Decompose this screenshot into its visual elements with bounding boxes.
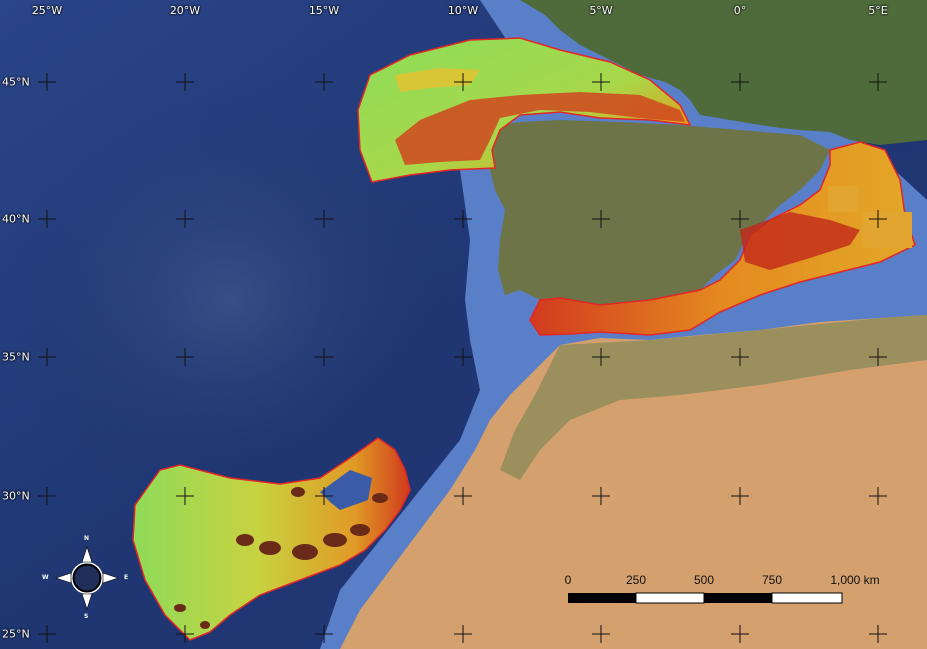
survey-north-slope: [395, 92, 685, 165]
graticule-cross: [38, 348, 56, 366]
graticule-cross: [315, 625, 333, 643]
graticule-cross: [315, 348, 333, 366]
graticule-cross: [176, 73, 194, 91]
latitude-label: 40°N: [2, 212, 30, 226]
graticule-cross: [454, 210, 472, 228]
graticule-cross: [454, 625, 472, 643]
land-iberia: [485, 120, 830, 318]
land-atlas: [500, 315, 927, 480]
latitude-label: 45°N: [2, 75, 30, 89]
graticule-cross: [38, 625, 56, 643]
longitude-label: 10°W: [447, 4, 479, 17]
graticule-cross: [315, 487, 333, 505]
graticule-cross: [731, 210, 749, 228]
graticule-cross: [731, 487, 749, 505]
graticule-cross: [731, 625, 749, 643]
compass-west-label: W: [42, 574, 49, 581]
graticule-cross: [731, 73, 749, 91]
survey-med-balearic: [740, 212, 860, 270]
graticule-cross: [869, 625, 887, 643]
canary-shelf-gap: [320, 470, 372, 510]
graticule-cross: [869, 210, 887, 228]
canary-islands: [174, 487, 388, 629]
longitude-label: 5°E: [868, 4, 888, 17]
graticule-cross: [176, 210, 194, 228]
graticule-cross: [454, 73, 472, 91]
graticule-cross: [592, 73, 610, 91]
graticule: [38, 73, 887, 643]
graticule-cross: [869, 348, 887, 366]
compass-north-label: N: [84, 535, 90, 542]
longitude-label: 0°: [733, 4, 747, 17]
graticule-cross: [869, 73, 887, 91]
graticule-cross: [38, 73, 56, 91]
graticule-cross: [731, 348, 749, 366]
graticule-cross: [176, 487, 194, 505]
graticule-cross: [176, 625, 194, 643]
longitude-label: 20°W: [169, 4, 201, 17]
land-africa: [340, 315, 927, 649]
longitude-label: 5°W: [589, 4, 613, 17]
latitude-label: 30°N: [2, 489, 30, 503]
graticule-cross: [454, 348, 472, 366]
graticule-cross: [592, 210, 610, 228]
longitude-label: 25°W: [31, 4, 63, 17]
graticule-cross: [176, 348, 194, 366]
survey-north-ridge: [395, 68, 480, 92]
graticule-cross: [592, 625, 610, 643]
scale-tick-label: 1,000 km: [830, 573, 880, 587]
graticule-cross: [38, 210, 56, 228]
latitude-label: 25°N: [2, 627, 30, 641]
graticule-cross: [315, 210, 333, 228]
graticule-cross: [315, 73, 333, 91]
compass-east-label: E: [124, 574, 129, 581]
land-france: [520, 0, 927, 145]
scale-tick-label: 250: [625, 573, 647, 587]
compass-south-label: S: [84, 613, 89, 620]
latitude-label: 35°N: [2, 350, 30, 364]
longitude-label: 15°W: [308, 4, 340, 17]
scale-bar: [568, 592, 843, 604]
graticule-cross: [869, 487, 887, 505]
ocean-relief: [0, 80, 470, 520]
graticule-cross: [592, 487, 610, 505]
graticule-cross: [38, 487, 56, 505]
survey-med-block-a: [828, 186, 858, 212]
survey-med-block-b: [862, 212, 912, 248]
graticule-cross: [454, 487, 472, 505]
scale-tick-label: 0: [564, 573, 572, 587]
graticule-cross: [592, 348, 610, 366]
scale-tick-label: 750: [761, 573, 783, 587]
scale-tick-label: 500: [693, 573, 715, 587]
north-arrow-icon: [55, 546, 119, 610]
